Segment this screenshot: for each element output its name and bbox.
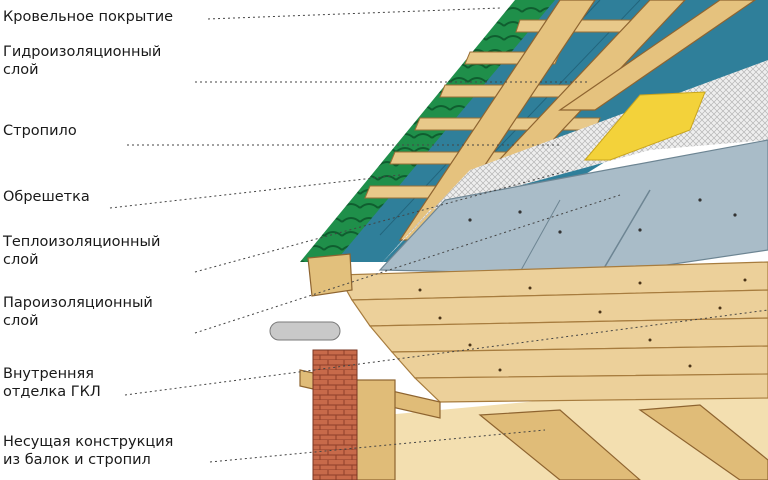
brick-wall: [312, 349, 358, 480]
roofing-layer: [300, 0, 560, 262]
label-roofing: Кровельное покрытие: [3, 9, 174, 25]
interior-finish-boards: [336, 261, 768, 403]
label-vapor-barrier: Пароизоляционный слой: [3, 295, 153, 329]
gutter: [269, 321, 341, 341]
load-bearing-structure: [299, 369, 768, 480]
leader-lines: [109, 7, 768, 463]
label-lathing: Обрешетка: [3, 189, 90, 205]
thermal-insulation: [583, 91, 706, 161]
label-thermal-insulation: Теплоизоляционный слой: [3, 234, 161, 268]
label-interior-finish: Внутренняя отделка ГКЛ: [3, 366, 101, 400]
label-waterproofing: Гидроизоляционный слой: [3, 44, 162, 78]
label-rafter: Стропило: [3, 123, 77, 139]
label-load-bearing: Несущая конструкция из балок и стропил: [3, 434, 174, 468]
